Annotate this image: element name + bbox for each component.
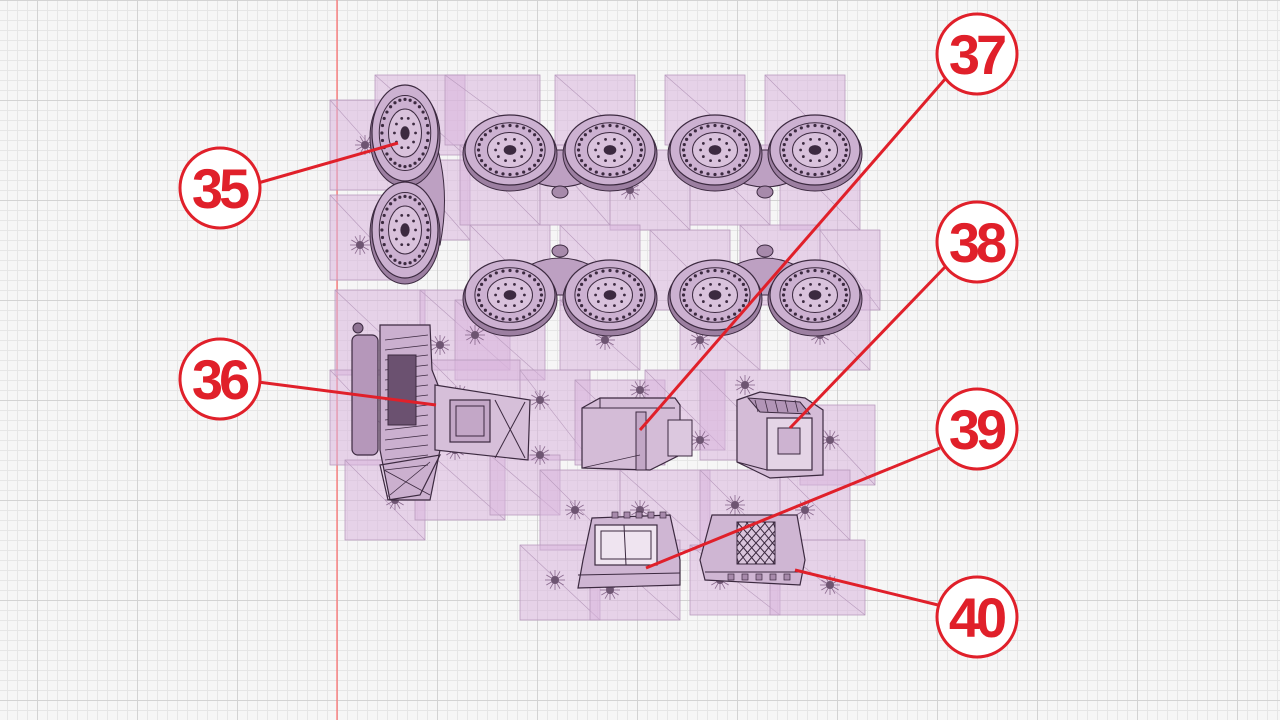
- callout-leader-40: [794, 568, 939, 607]
- callout-37: 37: [638, 12, 1019, 431]
- wheel-pair-3: [462, 244, 658, 337]
- front-bumper-assembly: [351, 322, 531, 501]
- callout-leader-39: [645, 446, 941, 570]
- support-spark: [545, 570, 565, 590]
- engine-block: [581, 397, 693, 471]
- callout-circle-38: [935, 200, 1019, 284]
- callout-label-35: 35: [192, 157, 249, 220]
- grille-panel: [699, 514, 806, 586]
- wheel-disc: [369, 181, 441, 285]
- callout-label-39: 39: [949, 398, 1006, 461]
- support-spark: [430, 335, 450, 355]
- support-spark: [600, 580, 620, 600]
- callout-layer: 35 36 37 38 39 40: [178, 12, 1019, 659]
- wheel-disc: [462, 114, 558, 192]
- wheel-pair-vertical: [369, 84, 445, 285]
- callout-40: 40: [794, 568, 1019, 659]
- callout-circle-37: [935, 12, 1019, 96]
- cab-frame: [736, 391, 824, 479]
- support-spark: [530, 390, 550, 410]
- callout-circle-40: [935, 575, 1019, 659]
- wheel-disc: [767, 114, 863, 192]
- callout-leader-38: [788, 264, 948, 430]
- callout-circle-39: [935, 387, 1019, 471]
- callout-36: 36: [178, 337, 437, 421]
- wheel-pair-1: [462, 114, 658, 199]
- support-spark: [725, 495, 745, 515]
- callout-38: 38: [788, 200, 1019, 430]
- support-spark: [350, 235, 370, 255]
- wheel-disc: [667, 114, 763, 192]
- support-tile-diagonal: [779, 469, 851, 541]
- support-spark: [630, 380, 650, 400]
- callout-leader-36: [257, 380, 437, 407]
- callout-label-38: 38: [949, 211, 1006, 274]
- callout-leader-37: [638, 77, 948, 431]
- wheel-disc: [767, 259, 863, 337]
- wheel-disc: [562, 114, 658, 192]
- callout-label-37: 37: [949, 23, 1005, 86]
- callout-leader-35: [257, 141, 399, 185]
- support-spark: [630, 500, 650, 520]
- parts-layer: [351, 84, 863, 589]
- support-spark: [565, 500, 585, 520]
- support-tile-diagonal: [619, 469, 711, 551]
- callout-label-36: 36: [192, 348, 249, 411]
- support-spark: [690, 330, 710, 350]
- wheel-disc: [369, 84, 441, 188]
- wheel-pair-2: [667, 114, 863, 199]
- support-spark: [530, 445, 550, 465]
- support-spark: [735, 375, 755, 395]
- callout-35: 35: [178, 141, 399, 230]
- callout-label-40: 40: [949, 586, 1005, 649]
- wheel-disc: [462, 259, 558, 337]
- callout-39: 39: [645, 387, 1019, 570]
- support-spark: [465, 325, 485, 345]
- callout-circle-35: [178, 146, 262, 230]
- support-spark: [795, 500, 815, 520]
- wheel-disc: [667, 259, 763, 337]
- windshield-frame: [577, 511, 681, 589]
- callout-circle-36: [178, 337, 262, 421]
- wheel-disc: [562, 259, 658, 337]
